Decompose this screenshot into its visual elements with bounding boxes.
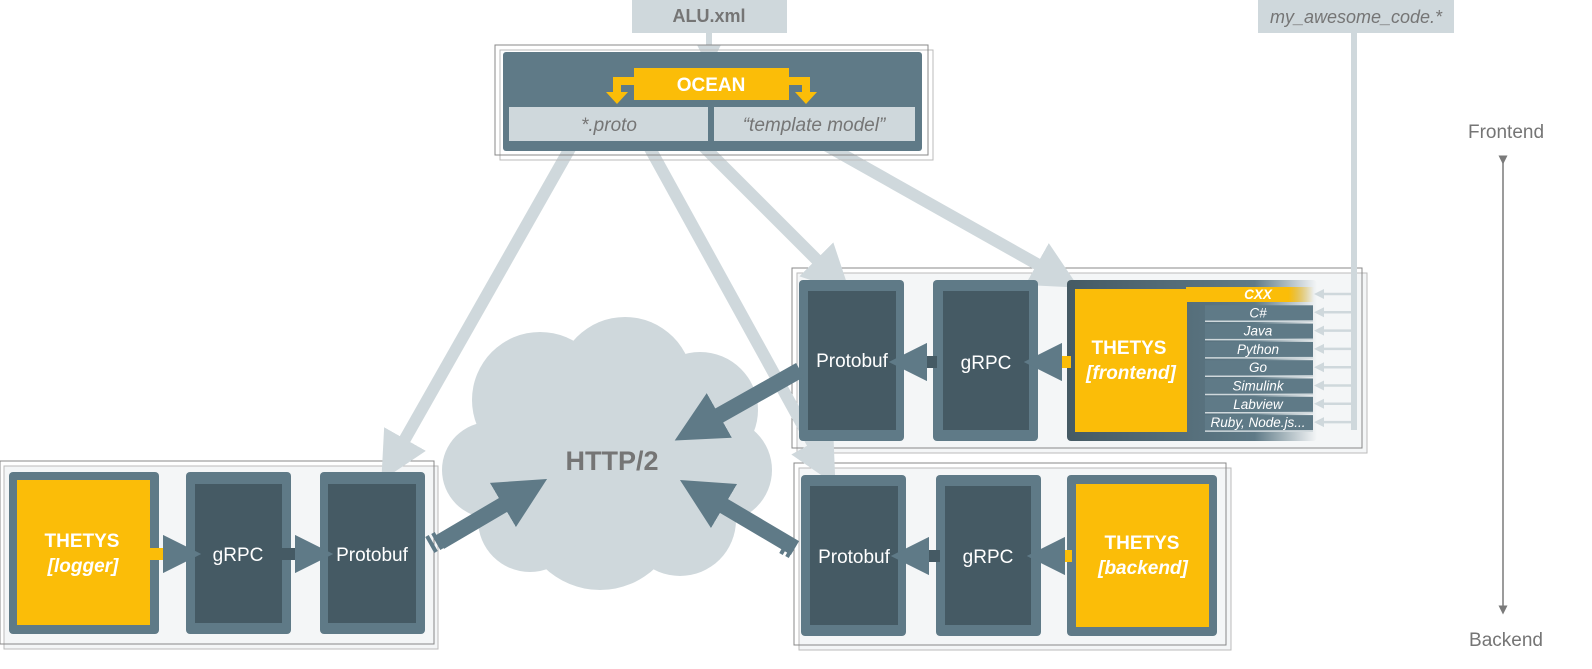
arrowhead [1314,380,1324,391]
lang-row-bg [1205,323,1313,339]
logger-thetys-box [9,472,159,634]
arrowhead [1314,417,1324,428]
arrowhead [1314,362,1324,373]
ocean-block [494,44,934,161]
lang-label: CXX [1244,287,1273,302]
lang-label: Labview [1233,397,1284,412]
lang-label: Python [1237,342,1279,357]
frontend-grpc-box [933,280,1038,441]
http2-label: HTTP/2 [565,446,658,476]
arrow-proto-to-frontend-protobuf [695,138,851,294]
axis-label-backend: Backend [1469,630,1543,651]
lang-row-bg [1205,341,1313,357]
alu-xml-label: ALU.xml [672,6,745,26]
logger-grpc-label: gRPC [213,545,264,566]
arrow-logger-to-http2 [435,479,548,549]
backend-grpc-label: gRPC [963,547,1014,568]
ocean-proto-label: *.proto [581,115,637,136]
logger-thetys-name: THETYS [45,531,120,552]
arrow-proto-to-backend-protobuf [641,140,836,485]
arrowhead [1314,343,1324,354]
arrowhead [1314,307,1324,318]
lang-label: Go [1249,360,1268,375]
lang-label: Java [1243,324,1273,339]
lang-row-bg [1205,378,1313,394]
arrowhead [1314,325,1324,336]
lang-row-bg [1205,305,1313,321]
ocean-title: OCEAN [677,75,746,96]
frontend-grpc-label: gRPC [961,353,1012,374]
logger-protobuf-label: Protobuf [336,545,409,566]
user-code-label: my_awesome_code.* [1270,7,1443,27]
backend-thetys-box [1067,475,1217,636]
logger-grpc-box [186,472,291,634]
lang-row-bg [1205,360,1313,376]
arrow-backend-to-http2 [679,479,800,555]
lang-row-bg [1205,396,1313,412]
ocean-split-right [787,77,810,93]
axis-label-frontend: Frontend [1468,122,1544,143]
alu-xml-box [632,0,787,33]
arrow-template-to-frontend-thetys [819,137,1079,288]
logger-protobuf-box [320,472,425,634]
frontend-protobuf-label: Protobuf [816,351,889,372]
lang-label: C# [1249,305,1267,320]
arrowhead [1314,289,1324,299]
frontend-protobuf-box [799,280,904,441]
backend-thetys-name: THETYS [1105,533,1180,554]
ocean-split-left [613,77,636,93]
lang-label: Ruby, Node.js... [1210,415,1305,430]
frontend-thetys-name: THETYS [1092,338,1167,359]
backend-protobuf-label: Protobuf [818,547,891,568]
backend-protobuf-box [801,475,906,636]
user-code-box [1258,0,1454,33]
logger-thetys-role: [logger] [47,556,119,577]
ocean-template-label: “template model” [743,115,887,136]
lang-label: Simulink [1232,379,1284,394]
frontend-thetys-role: [frontend] [1085,363,1176,384]
arrowhead [1314,398,1324,409]
arrow-proto-to-logger-protobuf [381,140,579,481]
arrow-frontend-to-http2 [674,363,804,441]
backend-thetys-role: [backend] [1097,558,1188,579]
backend-grpc-box [936,475,1041,636]
lang-row-cxx-bg [1186,287,1314,302]
lang-row-bg [1205,415,1313,431]
